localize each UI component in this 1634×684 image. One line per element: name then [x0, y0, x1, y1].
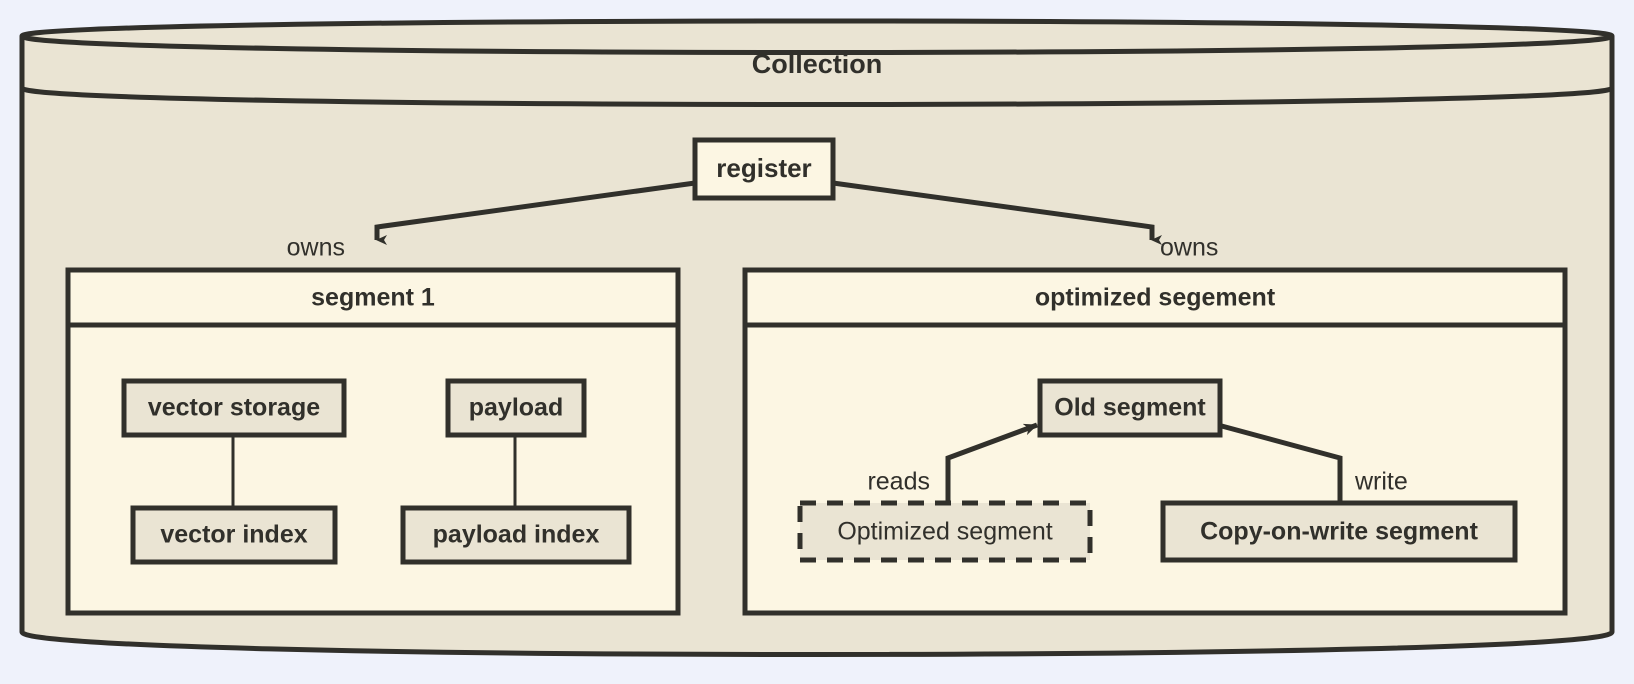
register-node[interactable]: register — [692, 137, 836, 201]
node-optimized-segment[interactable]: Optimized segment — [797, 500, 1093, 563]
edge-owns-right-label: owns — [1160, 234, 1218, 262]
copy-on-write-segment-box[interactable] — [1160, 500, 1518, 563]
collection-title: Collection — [752, 49, 883, 79]
optimized-segement-container[interactable]: optimized segement reads write Old segme… — [742, 267, 1568, 616]
optimized-segment-label: Optimized segment — [837, 518, 1052, 546]
edge-owns-right-path — [832, 180, 1162, 245]
register-label: register — [716, 153, 811, 183]
segment-1-title: segment 1 — [311, 284, 435, 312]
optimized-segment-box[interactable] — [797, 500, 1093, 563]
node-payload-index[interactable]: payload index — [400, 505, 632, 565]
vector-storage-box[interactable] — [121, 378, 347, 438]
payload-index-box[interactable] — [400, 505, 632, 565]
payload-index-label: payload index — [433, 521, 600, 549]
edge-reads-path — [945, 422, 1038, 503]
edge-owns-left: owns — [287, 180, 696, 262]
cylinder-top-arc — [19, 33, 1615, 55]
edge-owns-left-path — [374, 180, 696, 245]
copy-on-write-segment-label: Copy-on-write segment — [1200, 518, 1478, 546]
edge-write-path — [1217, 422, 1343, 503]
vector-index-box[interactable] — [130, 505, 338, 565]
old-segment-box[interactable] — [1037, 378, 1223, 438]
node-vector-index[interactable]: vector index — [130, 505, 338, 565]
edge-write-label: write — [1354, 468, 1408, 496]
edge-reads-label: reads — [867, 468, 930, 496]
cylinder-title-divider — [19, 85, 1615, 107]
edge-owns-right: owns — [832, 180, 1218, 262]
node-copy-on-write-segment[interactable]: Copy-on-write segment — [1160, 500, 1518, 563]
payload-label: payload — [469, 394, 563, 422]
node-payload[interactable]: payload — [445, 378, 587, 438]
vector-storage-label: vector storage — [148, 394, 320, 422]
vector-index-label: vector index — [160, 521, 307, 549]
payload-box[interactable] — [445, 378, 587, 438]
segment-1-container[interactable]: segment 1 vector storage vector index pa… — [65, 267, 681, 616]
optimized-segement-title: optimized segement — [1035, 284, 1276, 312]
register-box[interactable] — [692, 137, 836, 201]
old-segment-label: Old segment — [1054, 394, 1206, 422]
node-vector-storage[interactable]: vector storage — [121, 378, 347, 438]
node-old-segment[interactable]: Old segment — [1037, 378, 1223, 438]
edge-owns-left-label: owns — [287, 234, 345, 262]
